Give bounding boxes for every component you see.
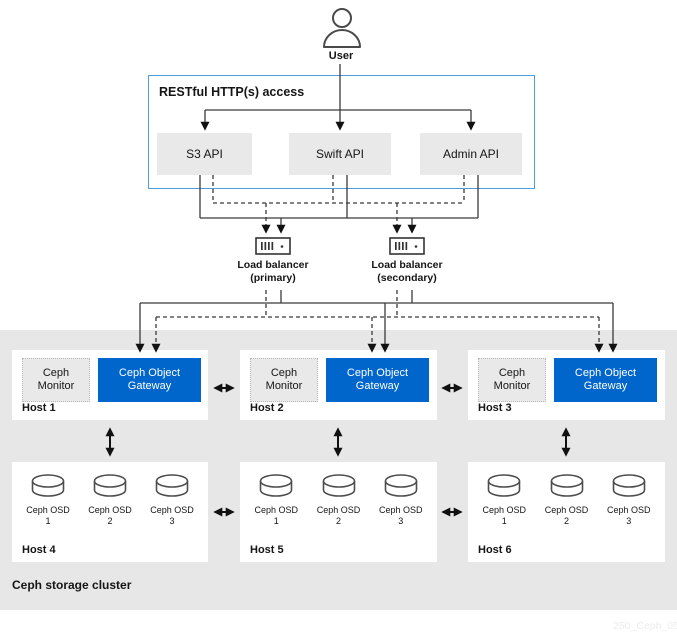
- ceph-object-gateway-label: Ceph Object Gateway: [346, 367, 409, 392]
- ceph-monitor-box: Ceph Monitor: [250, 358, 318, 402]
- host-2-box: Ceph Monitor Ceph Object Gateway Host 2: [240, 350, 437, 420]
- user-icon: [323, 8, 361, 48]
- ceph-monitor-box: Ceph Monitor: [478, 358, 546, 402]
- load-balancer-primary-label: Load balancer (primary): [218, 259, 328, 285]
- osd-label: Ceph OSD 3: [150, 505, 194, 526]
- disk-icon: [155, 474, 189, 497]
- disk-icon: [259, 474, 293, 497]
- osd-label: Ceph OSD 3: [606, 505, 651, 526]
- osd-label: Ceph OSD 2: [544, 505, 589, 526]
- osd-unit: Ceph OSD 2: [541, 474, 593, 526]
- ceph-object-gateway-box: Ceph Object Gateway: [554, 358, 657, 402]
- ceph-object-gateway-label: Ceph Object Gateway: [118, 367, 181, 392]
- lb-primary-role: (primary): [250, 272, 296, 284]
- ceph-monitor-box: Ceph Monitor: [22, 358, 90, 402]
- ceph-object-gateway-label: Ceph Object Gateway: [574, 367, 637, 392]
- restful-access-title: RESTful HTTP(s) access: [159, 85, 305, 99]
- osd-unit: Ceph OSD 3: [146, 474, 198, 526]
- host-6-name: Host 6: [478, 544, 512, 556]
- osd-unit: Ceph OSD 3: [603, 474, 655, 526]
- osd-label: Ceph OSD 1: [254, 505, 299, 526]
- host-4-box: Ceph OSD 1 Ceph OSD 2 Ceph OSD 3 Host 4: [12, 462, 208, 562]
- disk-icon: [93, 474, 127, 497]
- host-3-name: Host 3: [478, 402, 512, 414]
- swift-api-box: Swift API: [289, 133, 391, 175]
- osd-unit: Ceph OSD 1: [22, 474, 74, 526]
- admin-api-box: Admin API: [420, 133, 522, 175]
- host-5-name: Host 5: [250, 544, 284, 556]
- watermark-text: 250_Ceph_052: [613, 620, 677, 632]
- user-label: User: [328, 50, 354, 62]
- osd-label: Ceph OSD 2: [88, 505, 132, 526]
- disk-icon: [322, 474, 355, 497]
- ceph-storage-cluster-label: Ceph storage cluster: [12, 578, 132, 592]
- osd-label: Ceph OSD 1: [26, 505, 70, 526]
- ceph-monitor-label: Ceph Monitor: [265, 367, 303, 392]
- restful-access-box: [148, 75, 535, 189]
- ceph-monitor-label: Ceph Monitor: [493, 367, 531, 392]
- ceph-object-gateway-box: Ceph Object Gateway: [98, 358, 201, 402]
- host-1-box: Ceph Monitor Ceph Object Gateway Host 1: [12, 350, 208, 420]
- osd-unit: Ceph OSD 1: [250, 474, 302, 526]
- lb-secondary-role: (secondary): [377, 272, 437, 284]
- disk-icon: [31, 474, 65, 497]
- disk-icon: [384, 474, 418, 497]
- host-1-name: Host 1: [22, 402, 56, 414]
- osd-unit: Ceph OSD 2: [313, 474, 365, 526]
- s3-api-label: S3 API: [186, 147, 223, 161]
- disk-icon: [487, 474, 521, 497]
- ceph-monitor-label: Ceph Monitor: [37, 367, 75, 392]
- swift-api-label: Swift API: [315, 147, 365, 161]
- disk-icon: [612, 474, 646, 497]
- lb-primary-name: Load balancer: [237, 259, 309, 271]
- host-5-box: Ceph OSD 1 Ceph OSD 2 Ceph OSD 3 Host 5: [240, 462, 437, 562]
- osd-label: Ceph OSD 2: [316, 505, 361, 526]
- load-balancer-secondary-label: Load balancer (secondary): [352, 259, 462, 285]
- host-6-box: Ceph OSD 1 Ceph OSD 2 Ceph OSD 3 Host 6: [468, 462, 665, 562]
- osd-unit: Ceph OSD 1: [478, 474, 530, 526]
- host-2-name: Host 2: [250, 402, 284, 414]
- s3-api-box: S3 API: [157, 133, 252, 175]
- load-balancer-primary-icon: [255, 237, 291, 255]
- osd-label: Ceph OSD 3: [378, 505, 423, 526]
- ceph-object-gateway-box: Ceph Object Gateway: [326, 358, 429, 402]
- lb-secondary-name: Load balancer: [371, 259, 443, 271]
- disk-icon: [550, 474, 583, 497]
- osd-label: Ceph OSD 1: [482, 505, 527, 526]
- host-4-name: Host 4: [22, 544, 56, 556]
- admin-api-label: Admin API: [442, 147, 500, 161]
- osd-unit: Ceph OSD 3: [375, 474, 427, 526]
- osd-unit: Ceph OSD 2: [84, 474, 136, 526]
- load-balancer-secondary-icon: [389, 237, 425, 255]
- host-3-box: Ceph Monitor Ceph Object Gateway Host 3: [468, 350, 665, 420]
